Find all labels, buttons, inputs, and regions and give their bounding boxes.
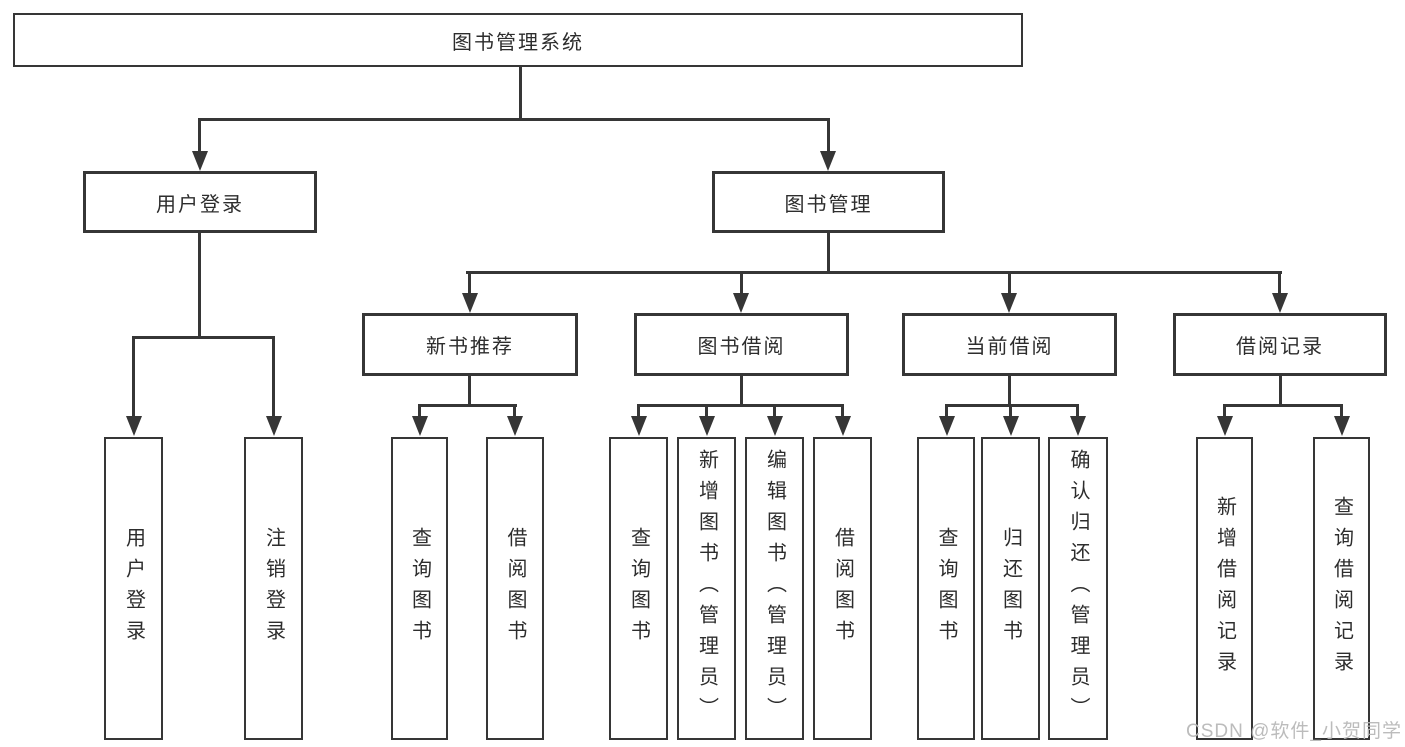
leaf-user-login: 用户登录 bbox=[104, 437, 163, 740]
connector-trunk-borrow-record bbox=[1279, 376, 1282, 407]
leaf-add-borrow-record: 新增借阅记录 bbox=[1196, 437, 1253, 740]
leaf-label: 编辑图书（管理员） bbox=[763, 449, 786, 728]
node-borrow-record: 借阅记录 bbox=[1173, 313, 1387, 376]
connector-stem-leaf bbox=[1223, 404, 1226, 417]
connector-stem-user-login bbox=[198, 118, 201, 151]
arrow-down-icon bbox=[820, 151, 836, 171]
arrow-down-icon bbox=[192, 151, 208, 171]
connector-stem-leaf bbox=[513, 404, 516, 417]
connector-trunk-book-management bbox=[827, 233, 830, 274]
leaf-search-books-recommend: 查询图书 bbox=[391, 437, 448, 740]
connector-hline-current-borrow bbox=[945, 404, 1079, 407]
leaf-borrow-books-recommend: 借阅图书 bbox=[486, 437, 544, 740]
leaf-edit-books-admin: 编辑图书（管理员） bbox=[745, 437, 804, 740]
leaf-logout: 注销登录 bbox=[244, 437, 303, 740]
connector-hline-user-login bbox=[132, 336, 275, 339]
node-current-borrow: 当前借阅 bbox=[902, 313, 1117, 376]
node-library-management-system: 图书管理系统 bbox=[13, 13, 1023, 67]
node-label: 图书管理 bbox=[784, 193, 873, 216]
connector-stem-leaf bbox=[637, 404, 640, 417]
arrow-down-icon bbox=[507, 416, 523, 436]
leaf-confirm-return-admin: 确认归还（管理员） bbox=[1048, 437, 1108, 740]
connector-trunk-user-login bbox=[198, 233, 201, 338]
arrow-down-icon bbox=[1217, 416, 1233, 436]
leaf-search-books-borrow: 查询图书 bbox=[609, 437, 668, 740]
arrow-down-icon bbox=[126, 416, 142, 436]
node-label: 当前借阅 bbox=[965, 336, 1054, 358]
leaf-label: 借阅图书 bbox=[504, 526, 526, 651]
arrow-down-icon bbox=[462, 293, 478, 313]
connector-stem-level3 bbox=[740, 271, 743, 293]
connector-stem-book-management bbox=[827, 118, 830, 151]
arrow-down-icon bbox=[1003, 416, 1019, 436]
node-label: 用户登录 bbox=[156, 193, 244, 216]
arrow-down-icon bbox=[1334, 416, 1350, 436]
node-label: 图书管理系统 bbox=[452, 31, 584, 54]
leaf-label: 确认归还（管理员） bbox=[1067, 449, 1089, 728]
node-new-book-recommend: 新书推荐 bbox=[362, 313, 578, 376]
connector-stem-leaf bbox=[841, 404, 844, 417]
connector-trunk-new-book bbox=[468, 376, 471, 407]
arrow-down-icon bbox=[412, 416, 428, 436]
connector-stem-level3 bbox=[1008, 271, 1011, 293]
connector-hline-level2 bbox=[198, 118, 830, 121]
csdn-watermark: CSDN @软件_小贺同学 bbox=[1186, 721, 1402, 742]
connector-stem-leaf bbox=[1076, 404, 1079, 417]
leaf-label: 新增图书（管理员） bbox=[695, 449, 718, 728]
leaf-label: 查询图书 bbox=[408, 526, 431, 651]
connector-hline-new-book bbox=[418, 404, 517, 407]
leaf-label: 查询图书 bbox=[627, 526, 650, 651]
leaf-label: 借阅图书 bbox=[831, 526, 854, 651]
arrow-down-icon bbox=[835, 416, 851, 436]
leaf-label: 注销登录 bbox=[262, 526, 285, 651]
leaf-label: 新增借阅记录 bbox=[1213, 495, 1236, 682]
connector-stem-leaf bbox=[418, 404, 421, 417]
leaf-label: 归还图书 bbox=[999, 526, 1022, 651]
leaf-search-books-current: 查询图书 bbox=[917, 437, 975, 740]
connector-stem-leaf bbox=[132, 336, 135, 416]
node-book-borrow: 图书借阅 bbox=[634, 313, 849, 376]
arrow-down-icon bbox=[266, 416, 282, 436]
connector-stem-leaf bbox=[705, 404, 708, 417]
arrow-down-icon bbox=[767, 416, 783, 436]
node-label: 新书推荐 bbox=[426, 336, 514, 358]
leaf-search-borrow-record: 查询借阅记录 bbox=[1313, 437, 1370, 740]
connector-stem-leaf bbox=[272, 336, 275, 416]
arrow-down-icon bbox=[733, 293, 749, 313]
connector-hline-book-borrow bbox=[637, 404, 844, 407]
connector-trunk-current-borrow bbox=[1008, 376, 1011, 407]
leaf-label: 查询借阅记录 bbox=[1330, 495, 1353, 682]
arrow-down-icon bbox=[631, 416, 647, 436]
connector-stem-level3 bbox=[1278, 271, 1281, 293]
arrow-down-icon bbox=[699, 416, 715, 436]
leaf-add-books-admin: 新增图书（管理员） bbox=[677, 437, 736, 740]
connector-trunk-root bbox=[519, 67, 522, 121]
arrow-down-icon bbox=[939, 416, 955, 436]
leaf-borrow-books: 借阅图书 bbox=[813, 437, 872, 740]
connector-stem-leaf bbox=[773, 404, 776, 417]
connector-stem-leaf bbox=[945, 404, 948, 417]
connector-hline-level3 bbox=[466, 271, 1282, 274]
node-user-login: 用户登录 bbox=[83, 171, 317, 233]
arrow-down-icon bbox=[1001, 293, 1017, 313]
connector-stem-leaf bbox=[1009, 404, 1012, 417]
node-label: 图书借阅 bbox=[697, 336, 786, 358]
connector-stem-leaf bbox=[1340, 404, 1343, 417]
arrow-down-icon bbox=[1070, 416, 1086, 436]
connector-stem-level3 bbox=[468, 271, 471, 293]
node-book-management: 图书管理 bbox=[712, 171, 945, 233]
connector-trunk-book-borrow bbox=[740, 376, 743, 407]
arrow-down-icon bbox=[1272, 293, 1288, 313]
leaf-label: 查询图书 bbox=[935, 526, 957, 651]
connector-hline-borrow-record bbox=[1223, 404, 1343, 407]
leaf-return-books: 归还图书 bbox=[981, 437, 1040, 740]
leaf-label: 用户登录 bbox=[122, 526, 145, 651]
node-label: 借阅记录 bbox=[1236, 336, 1324, 358]
